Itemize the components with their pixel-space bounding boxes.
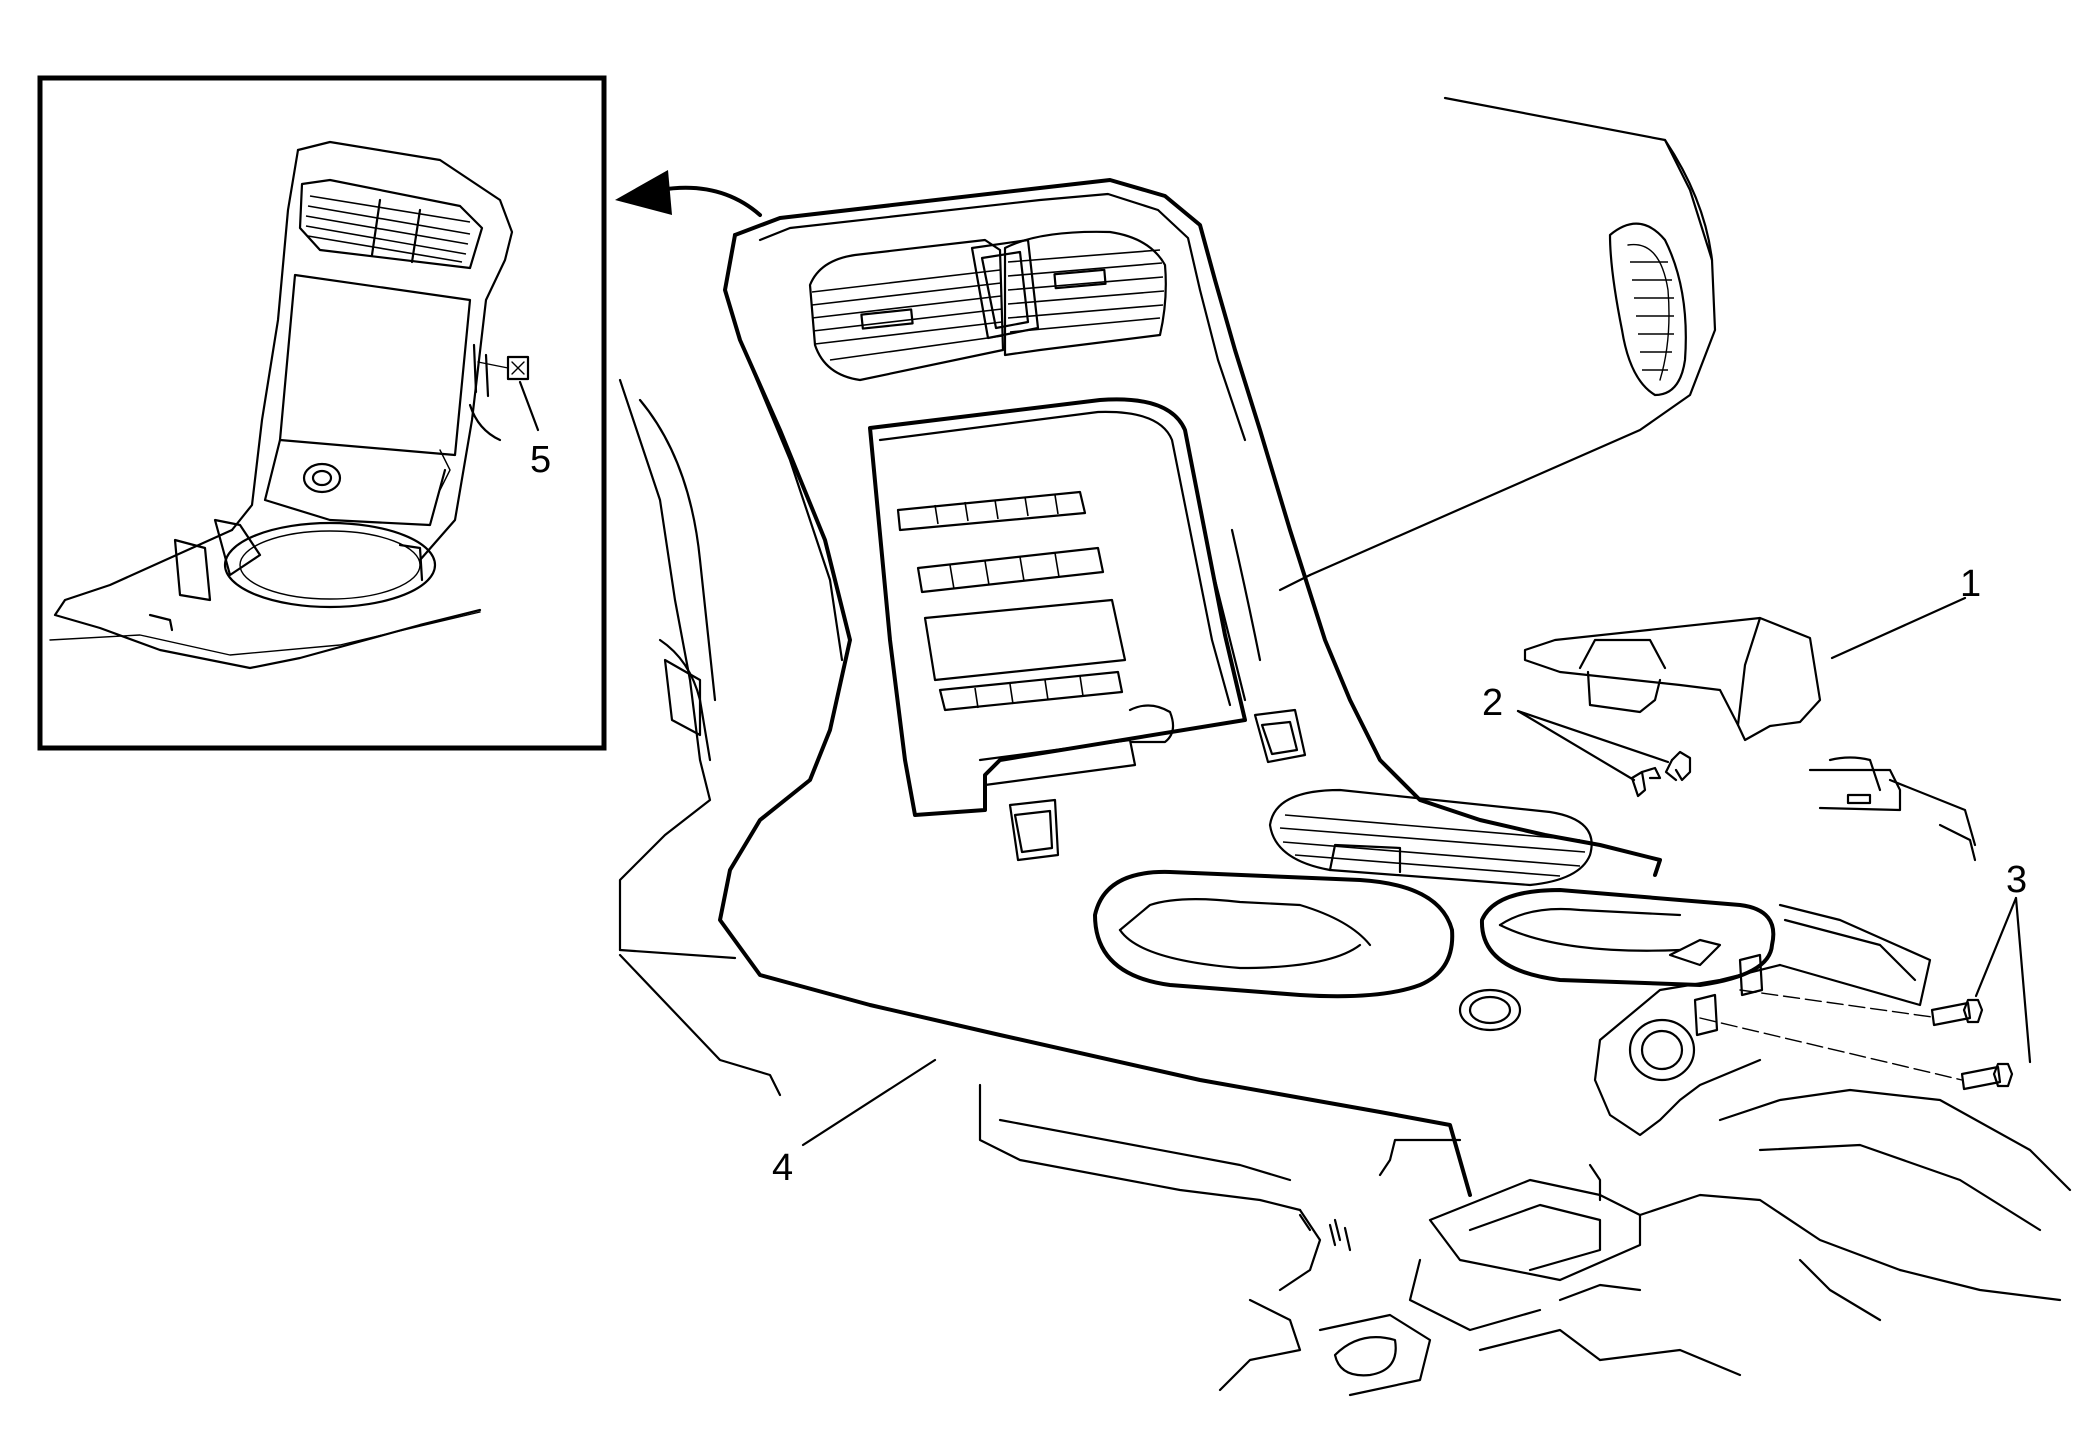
inset-clip-retainer xyxy=(468,343,530,442)
inset-cupholder xyxy=(148,518,437,632)
inset-vent-assembly xyxy=(298,178,484,270)
callout-2-label: 2 xyxy=(1482,682,1503,724)
hazard-button-switches xyxy=(1008,708,1307,862)
console-bezel-4 xyxy=(718,178,1662,1197)
trim-cover-1 xyxy=(1523,616,1822,742)
cupholders xyxy=(1093,869,1776,999)
bolts-3 xyxy=(1930,998,2014,1091)
callout-1-leader xyxy=(1830,596,1967,660)
callout-3-leader-a xyxy=(1974,896,2018,998)
inset-radio-unit xyxy=(263,273,472,527)
bolt-upper-guide xyxy=(1739,989,1933,1018)
lower-console-floor xyxy=(618,953,2072,1397)
side-air-vent-right xyxy=(1608,222,1687,397)
callout-3-label: 3 xyxy=(2006,859,2027,901)
center-air-vents xyxy=(808,230,1167,382)
inset-bezel-back xyxy=(49,140,514,670)
callout-2-leader-b xyxy=(1516,709,1670,764)
callout-3-leader-b xyxy=(2014,896,2032,1064)
callout-2-leader-a xyxy=(1516,709,1636,782)
callout-4-label: 4 xyxy=(772,1147,793,1189)
rear-bin-shelf xyxy=(1808,756,1977,862)
radio-display-panel xyxy=(868,397,1262,817)
rotation-arrow xyxy=(615,170,762,217)
storage-tray xyxy=(1268,788,1593,887)
callout-5-leader xyxy=(518,380,540,432)
callout-5-label: 5 xyxy=(530,439,551,481)
bolt-lower-guide xyxy=(1699,1017,1963,1081)
inset-detail-view: 5 xyxy=(37,75,607,751)
callout-4-leader xyxy=(801,1058,937,1147)
callout-1-label: 1 xyxy=(1960,563,1981,605)
clips-2 xyxy=(1630,750,1692,798)
dashboard-outline xyxy=(618,96,1717,960)
rear-console-section xyxy=(1458,903,1932,1137)
